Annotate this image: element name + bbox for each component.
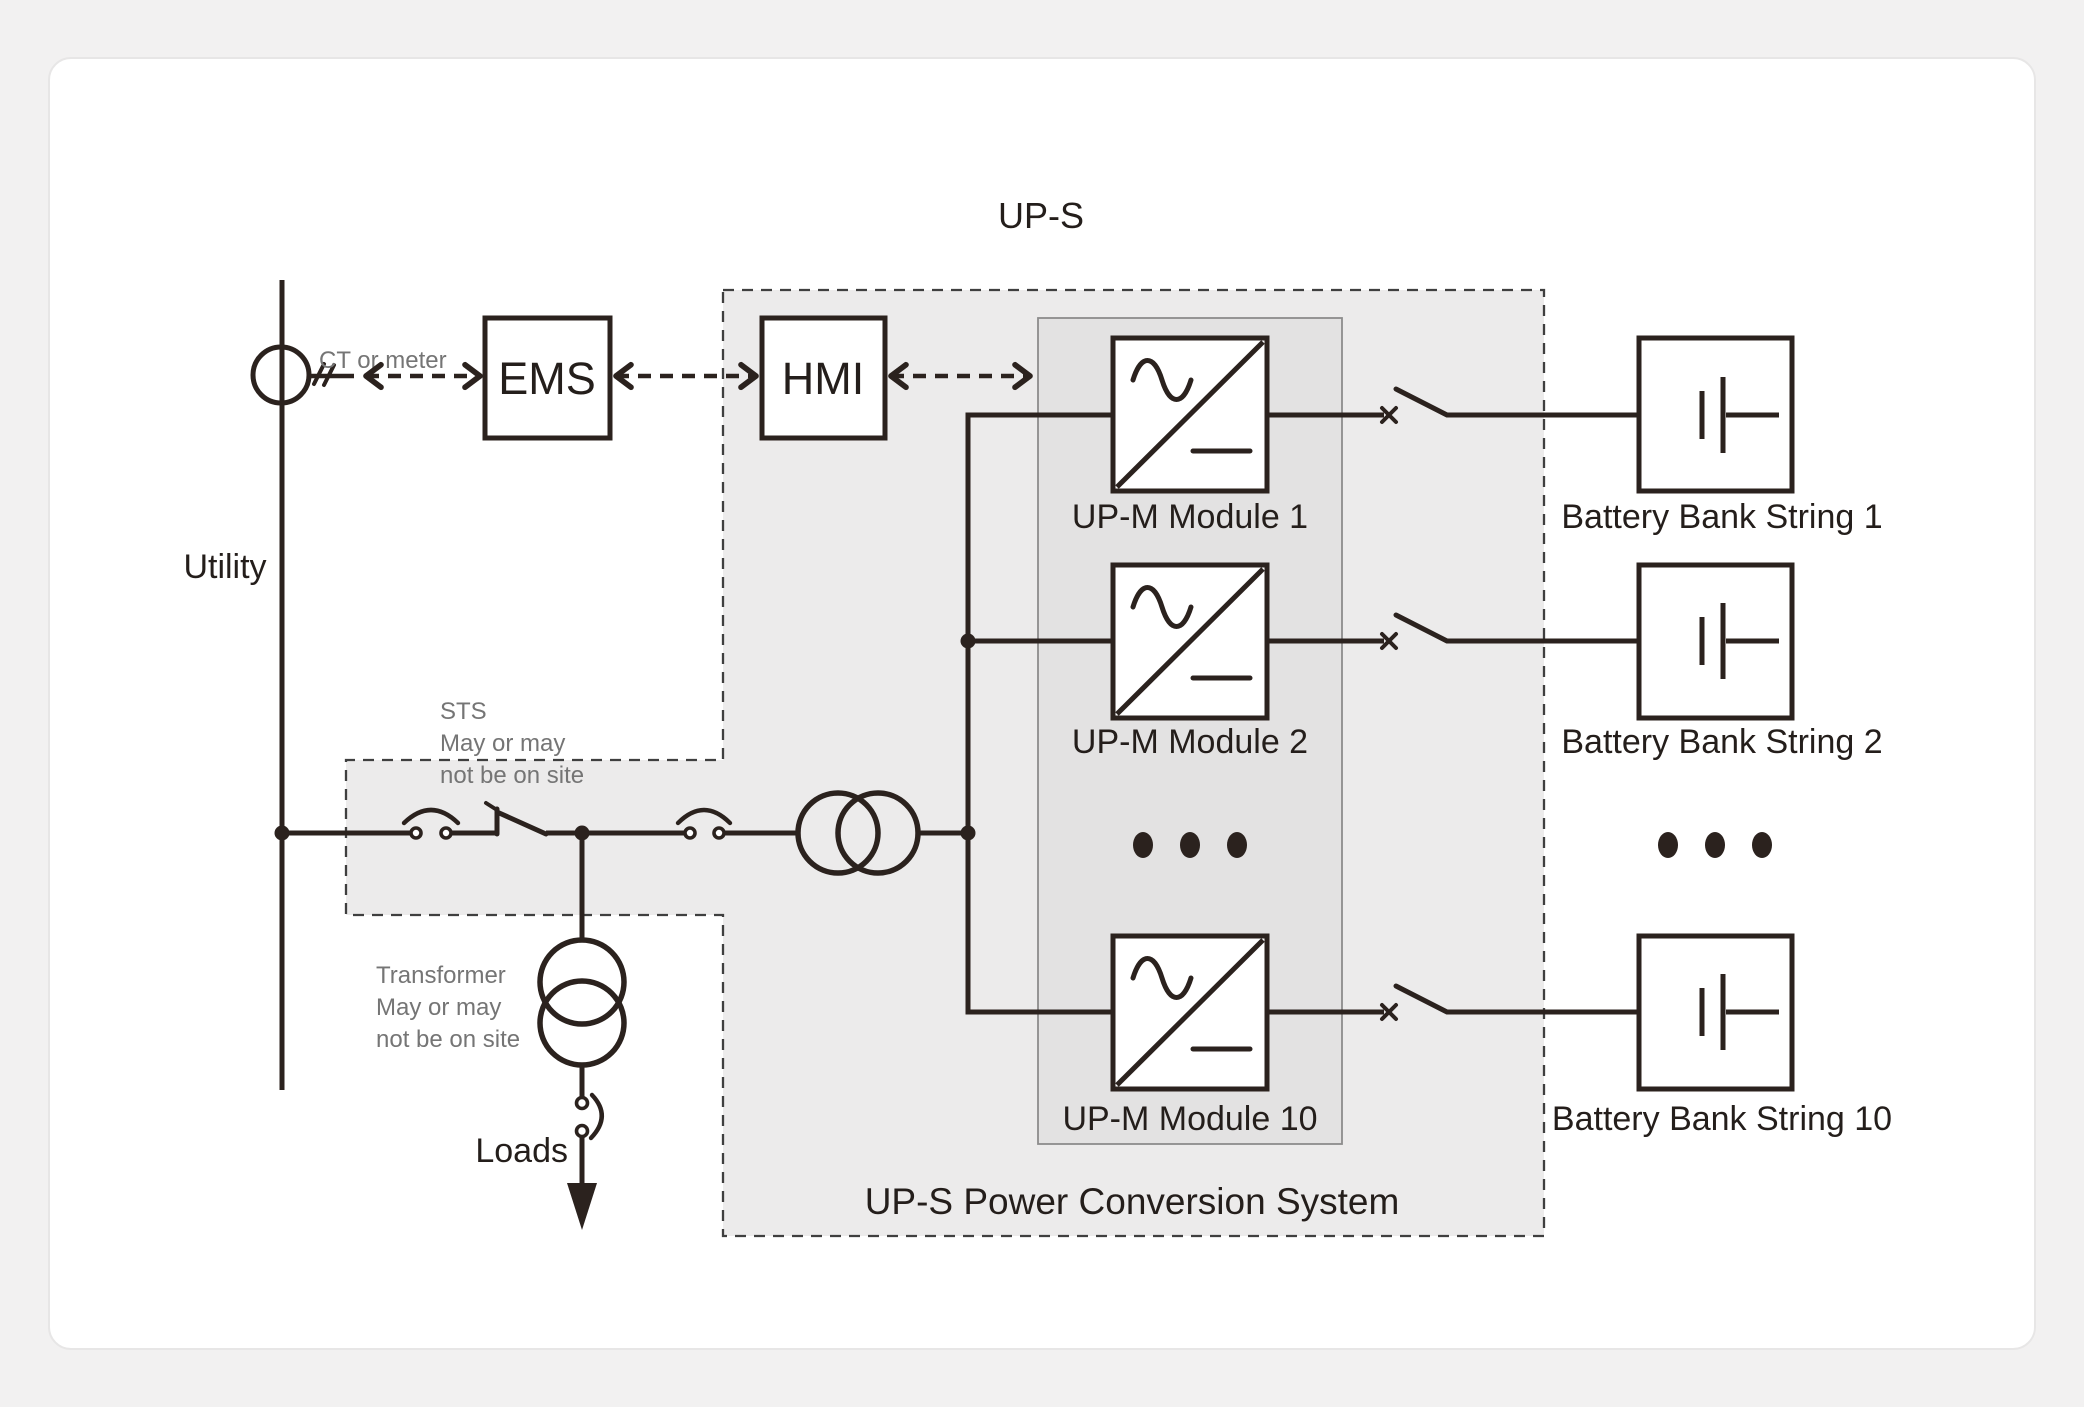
ac-sine-icon	[1130, 358, 1194, 402]
ct-meter-symbol	[250, 344, 354, 406]
transformer-note: Transformer May or may not be on site	[376, 962, 520, 1053]
module-label: UP-M Module 1	[1072, 498, 1308, 536]
battery-box	[1636, 562, 1795, 721]
dc-bus-riser	[960, 412, 1113, 1015]
ems-box: EMS	[482, 315, 613, 441]
converter-row: UP-M Module 2 Battery Bank String 2	[1072, 562, 1883, 761]
load-arrow-icon	[567, 1183, 597, 1230]
battery-box	[1636, 335, 1795, 494]
converter-diagonal	[1115, 567, 1265, 716]
utility-feeder: Utility	[183, 280, 285, 1090]
converter-diagonal	[1115, 938, 1265, 1087]
pcs-label: UP-S Power Conversion System	[865, 1181, 1400, 1222]
measure-slash-icon	[312, 362, 326, 386]
converter-module-box	[1110, 562, 1270, 721]
svg-text:not be on site: not be on site	[440, 762, 584, 789]
battery-disconnect-switch	[1380, 386, 1450, 424]
converter-module-box	[1110, 933, 1270, 1092]
page-title: UP-S	[998, 195, 1084, 236]
utility-label: Utility	[183, 548, 266, 586]
ac-sine-icon	[1130, 585, 1194, 629]
ct-meter-label: CT or meter	[319, 347, 447, 374]
converter-row: UP-M Module 1 Battery Bank String 1	[1072, 335, 1883, 536]
svg-text:not be on site: not be on site	[376, 1026, 520, 1053]
converter-row: UP-M Module 10 Battery Bank String 10	[1062, 933, 1892, 1138]
sts-note: STS May or may not be on site	[440, 698, 584, 789]
breaker-symbol	[675, 807, 733, 840]
main-bus	[274, 790, 976, 876]
battery-label: Battery Bank String 1	[1561, 498, 1882, 536]
measure-slash-icon	[322, 363, 336, 387]
breaker-symbol	[401, 807, 461, 840]
converter-diagonal	[1115, 340, 1265, 489]
battery-label: Battery Bank String 10	[1552, 1100, 1892, 1138]
ac-sine-icon	[1130, 956, 1194, 1000]
ems-label: EMS	[498, 353, 596, 404]
svg-text:May or may: May or may	[440, 730, 565, 757]
ellipsis-batteries	[1658, 832, 1772, 858]
battery-disconnect-switch	[1380, 983, 1450, 1021]
battery-box	[1636, 933, 1795, 1092]
hmi-label: HMI	[782, 353, 865, 404]
knife-switch-symbol	[484, 801, 549, 837]
module-label: UP-M Module 10	[1062, 1100, 1317, 1138]
loads-label: Loads	[475, 1132, 568, 1170]
loads-branch: Loads	[475, 833, 627, 1230]
hmi-box: HMI	[759, 315, 888, 441]
module-label: UP-M Module 2	[1072, 723, 1308, 761]
battery-label: Battery Bank String 2	[1561, 723, 1882, 761]
battery-disconnect-switch	[1380, 612, 1450, 650]
svg-text:STS: STS	[440, 698, 487, 725]
svg-text:May or may: May or may	[376, 994, 501, 1021]
ellipsis-modules	[1133, 832, 1247, 858]
junction-dot	[960, 633, 976, 649]
converter-module-box	[1110, 335, 1270, 494]
svg-text:Transformer: Transformer	[376, 962, 506, 989]
